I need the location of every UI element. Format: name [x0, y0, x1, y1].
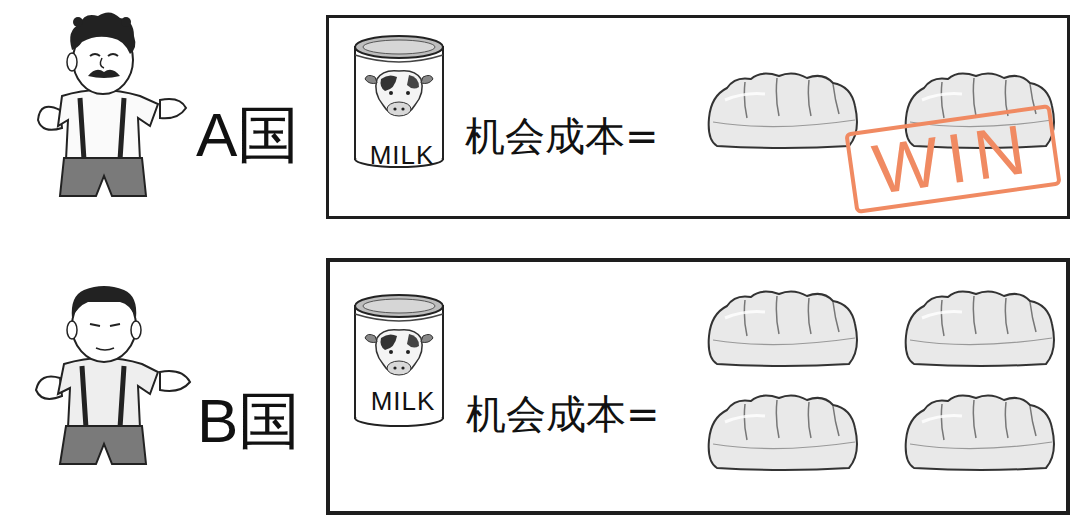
bread-loaf: [906, 291, 1054, 366]
comparison-box: A国MILK机会成本=WIN: [326, 15, 1070, 219]
cartoon-man-b: [36, 286, 190, 464]
win-stamp: WIN: [844, 104, 1061, 214]
bread-loaf: [709, 73, 857, 148]
country-label: A国: [196, 104, 299, 166]
bread-loaf: [709, 291, 857, 366]
bread-loaf: [906, 395, 1054, 470]
country-label: B国: [197, 390, 300, 452]
equation-text: 机会成本=: [466, 394, 660, 434]
equation-text: 机会成本=: [465, 116, 659, 156]
comparison-box: B国MILK机会成本=: [326, 258, 1070, 515]
can-label: MILK: [356, 142, 448, 168]
cartoon-man-a: [38, 12, 186, 196]
bread-loaf: [709, 395, 857, 470]
can-label: MILK: [357, 388, 449, 414]
